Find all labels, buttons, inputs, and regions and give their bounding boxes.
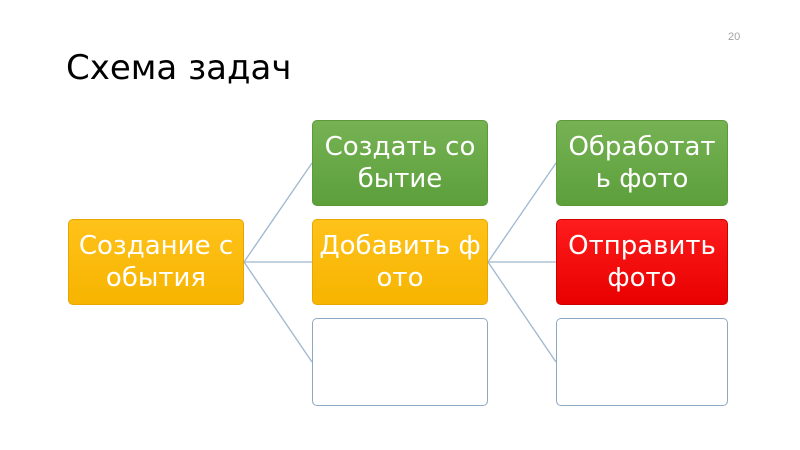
node-create-event: Создать событие — [312, 120, 488, 206]
node-empty-level1 — [312, 318, 488, 406]
connector-add-to-process — [487, 162, 557, 263]
node-send-photo: Отправить фото — [556, 219, 728, 305]
node-process-photo: Обработать фото — [556, 120, 728, 206]
page-number: 20 — [728, 31, 741, 43]
node-label: Создание события — [78, 231, 234, 293]
node-label: Отправить фото — [568, 231, 716, 293]
slide-title: Схема задач — [66, 48, 292, 88]
node-label: Обработать фото — [568, 132, 716, 194]
connector-root-to-create — [243, 162, 313, 263]
node-add-photo: Добавить фото — [312, 219, 488, 305]
connector-root-to-empty — [243, 261, 313, 363]
node-empty-level2 — [556, 318, 728, 406]
connector-add-to-empty — [487, 261, 557, 363]
node-label: Добавить фото — [319, 231, 481, 293]
node-create-event-root: Создание события — [68, 219, 244, 305]
node-label: Создать событие — [324, 132, 476, 194]
